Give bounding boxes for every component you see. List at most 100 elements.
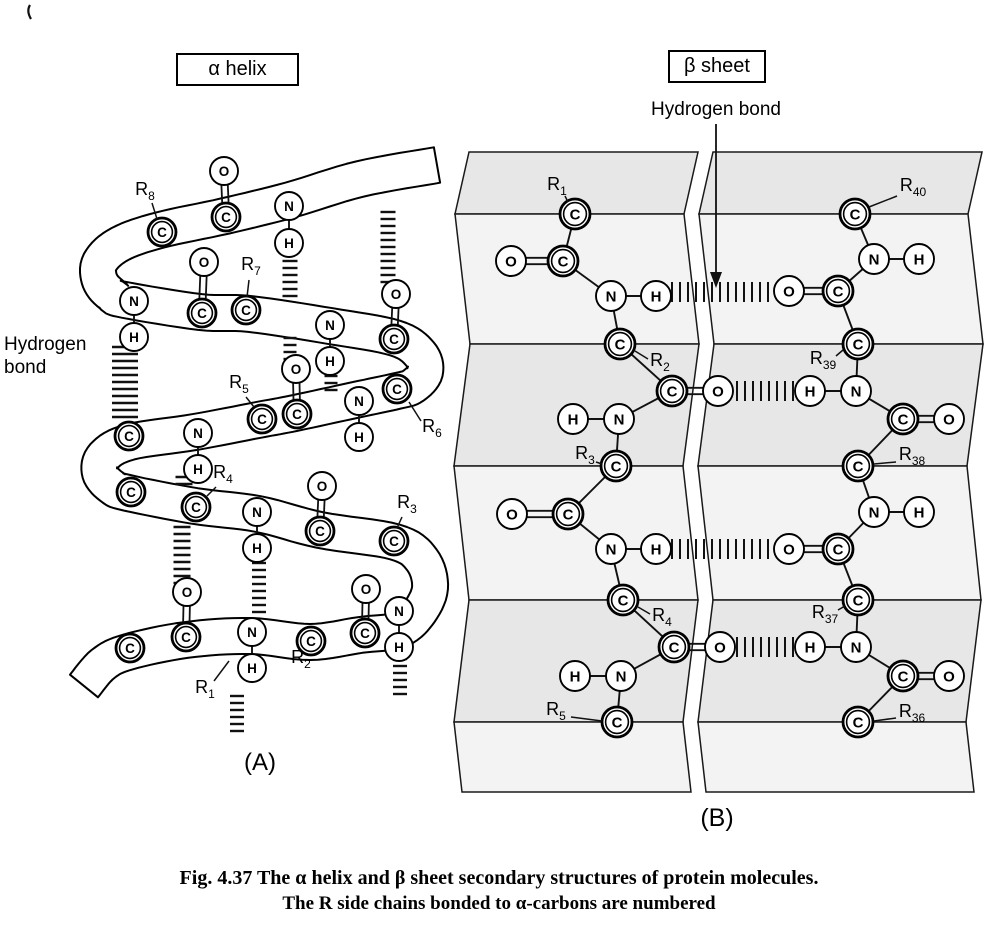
atom-n: N <box>274 191 304 221</box>
atom-ring <box>933 660 965 692</box>
atom-inner-ring <box>119 480 143 504</box>
atom-symbol: C <box>125 641 135 656</box>
atom-h: H <box>794 375 826 407</box>
hydrogen-bond-hatch <box>671 539 769 559</box>
beta-sheet-title-box: β sheet <box>668 50 766 83</box>
r-side-chain-label: R1 <box>195 660 230 701</box>
hydrogen-bond-ladder <box>112 345 138 419</box>
atom-symbol: O <box>505 253 517 270</box>
r-bond <box>868 195 898 208</box>
atom-symbol: N <box>325 318 335 333</box>
alpha-helix-title: α helix <box>208 58 267 80</box>
atom-ring <box>315 346 345 376</box>
r-bond <box>246 279 250 298</box>
atom-n: N <box>858 243 890 275</box>
atom-ring <box>189 247 219 277</box>
atom-inner-ring <box>174 625 198 649</box>
atom-h: H <box>119 322 149 352</box>
atom-symbol: C <box>191 500 201 515</box>
atom-symbol: O <box>291 362 302 377</box>
atom-c: C <box>381 373 413 405</box>
atom-inner-ring <box>285 402 309 426</box>
atom-ring <box>794 375 826 407</box>
atom-symbol: O <box>943 668 955 685</box>
atom-inner-ring <box>661 634 687 660</box>
atom-n: N <box>315 310 345 340</box>
r-bond <box>634 350 649 360</box>
atom-symbol: C <box>612 714 623 731</box>
atom-ring <box>595 280 627 312</box>
atom-symbol: C <box>618 592 629 609</box>
atom-ring <box>559 660 591 692</box>
atom-symbol: C <box>833 283 844 300</box>
atom-n: N <box>840 631 872 663</box>
atom-ring <box>384 596 414 626</box>
atom-symbol: C <box>563 506 574 523</box>
atom-c: C <box>841 705 875 739</box>
r-bond <box>396 516 403 529</box>
panel-a-label: (A) <box>244 749 276 776</box>
atom-symbol: N <box>606 288 617 305</box>
atom-ring <box>903 243 935 275</box>
atom-inner-ring <box>190 301 214 325</box>
atom-c: C <box>186 297 218 329</box>
atom-ring <box>281 354 311 384</box>
caption-line-2: The R side chains bonded to α-carbons ar… <box>282 893 716 914</box>
r-side-chain-label: R2 <box>291 647 311 671</box>
atom-o: O <box>172 577 202 607</box>
atom-n: N <box>858 496 890 528</box>
atom-o: O <box>381 279 411 309</box>
atom-inner-ring <box>604 709 630 735</box>
atom-symbol: C <box>241 303 251 318</box>
atom-symbol: O <box>317 479 328 494</box>
atom-h: H <box>903 496 935 528</box>
atom-inner-ring <box>562 201 588 227</box>
atom-ring <box>704 631 736 663</box>
r-label-text: R4 <box>652 605 672 629</box>
atom-symbol: H <box>284 236 294 251</box>
atom-symbol: C <box>157 225 167 240</box>
atom-symbol: N <box>614 411 625 428</box>
pleat-panel <box>453 465 699 601</box>
atom-c: C <box>821 274 855 308</box>
atom-inner-ring <box>890 406 916 432</box>
atom-h: H <box>274 228 304 258</box>
atom-symbol: N <box>284 199 294 214</box>
r-bond <box>873 461 897 465</box>
atom-c: C <box>281 398 313 430</box>
atom-h: H <box>559 660 591 692</box>
pleat-panel <box>697 343 984 467</box>
atom-inner-ring <box>845 331 871 357</box>
atom-symbol: O <box>943 411 955 428</box>
r-label-text: R37 <box>812 602 839 626</box>
r-side-chain-label: R5 <box>229 372 255 408</box>
hydrogen-bond-ladder <box>252 554 266 614</box>
atom-ring <box>858 496 890 528</box>
atom-symbol: C <box>558 253 569 270</box>
atom-symbol: H <box>805 383 816 400</box>
r-side-chain-label: R3 <box>575 443 603 467</box>
atom-symbol: N <box>851 639 862 656</box>
hydrogen-bond-ladder <box>230 694 244 733</box>
atom-symbol: O <box>712 383 724 400</box>
atom-inner-ring <box>382 327 406 351</box>
atom-inner-ring <box>250 407 274 431</box>
atom-n: N <box>242 497 272 527</box>
atom-c: C <box>606 583 640 617</box>
atom-symbol: C <box>667 383 678 400</box>
atom-ring <box>172 577 202 607</box>
atom-symbol: C <box>570 206 581 223</box>
atom-symbol: O <box>199 255 210 270</box>
atom-h: H <box>794 631 826 663</box>
atom-o: O <box>281 354 311 384</box>
atom-symbol: O <box>361 582 372 597</box>
r-bond <box>837 605 846 611</box>
r-label-text: R36 <box>899 701 926 725</box>
r-label-text: R2 <box>291 647 311 671</box>
atom-symbol: H <box>193 462 203 477</box>
atom-symbol: N <box>869 504 880 521</box>
hydrogen-bond-label-line1: Hydrogen <box>4 334 87 355</box>
atom-c: C <box>146 216 178 248</box>
stray-ink-mark <box>27 4 32 20</box>
